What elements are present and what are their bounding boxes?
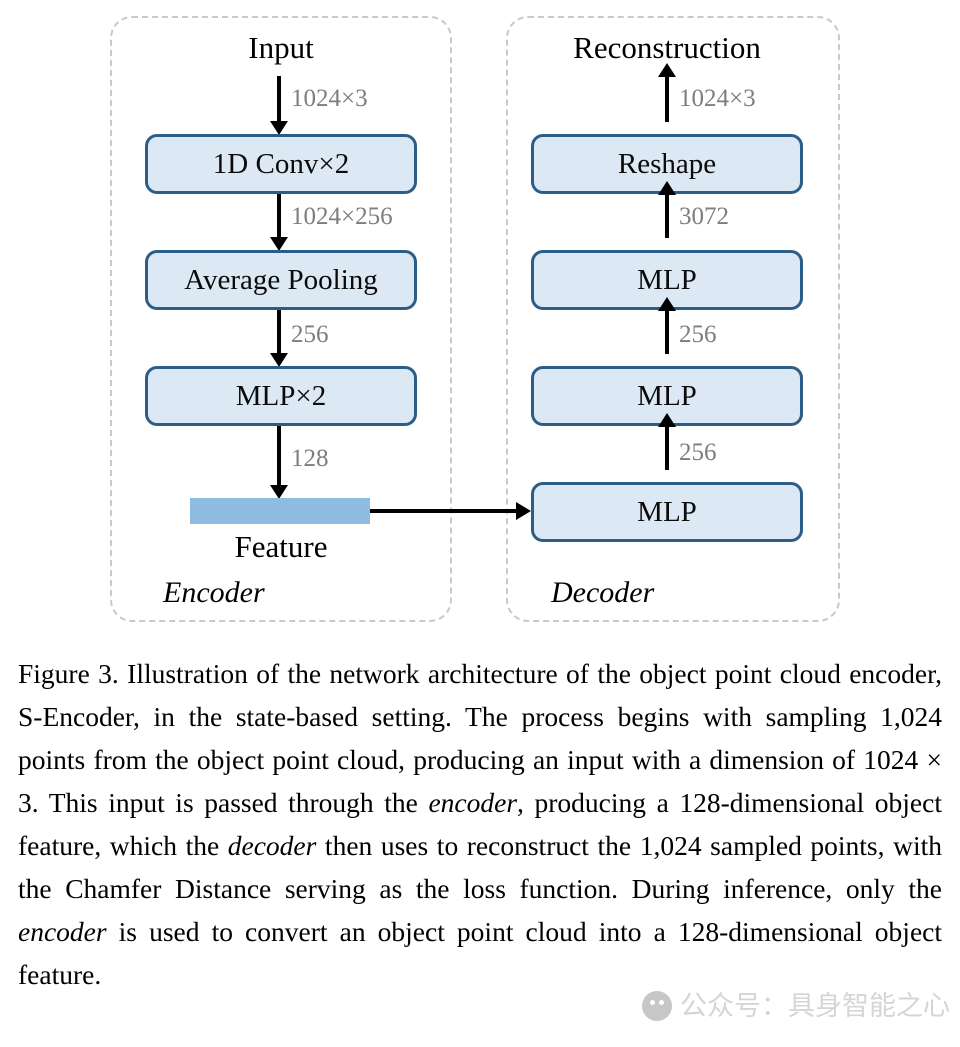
caption-text: , producing a 128-dimensional object fea… [18, 787, 942, 861]
dimension-label-pooling-to-mlp: 256 [291, 321, 329, 348]
dimension-label-decoder-mlp2-to-mlp3: 256 [679, 321, 717, 348]
block-encoder-mlp[interactable]: MLP×2 [145, 366, 417, 426]
arrow-feature-to-decoder [370, 502, 531, 520]
dimension-label-mlp-to-reshape: 3072 [679, 203, 729, 230]
reconstruction-title: Reconstruction [573, 30, 761, 65]
arrow-mlp-to-reshape [658, 181, 676, 238]
dimension-label-input-to-conv: 1024×3 [291, 85, 368, 112]
caption-text: Figure 3. Illustration of the network ar… [18, 658, 942, 818]
decoder-group-label: Decoder [551, 576, 655, 609]
decoder-group-container [506, 16, 840, 622]
arrow-input-to-conv [270, 76, 288, 135]
dimension-label-decoder-mlp1-to-mlp2: 256 [679, 439, 717, 466]
caption-emphasis: encoder [428, 787, 518, 818]
encoder-group-container [110, 16, 452, 622]
block-decoder-mlp-1[interactable]: MLP [531, 482, 803, 542]
arrow-reshape-to-reconstruction [658, 63, 676, 122]
dimension-label-reshape-to-reconstruction: 1024×3 [679, 85, 756, 112]
dimension-label-mlp-to-feature: 128 [291, 445, 329, 472]
caption-text: then uses to reconstruct the 1,024 sampl… [18, 830, 942, 904]
input-title: Input [248, 30, 314, 65]
arrow-pooling-to-mlp [270, 310, 288, 367]
figure-caption: Figure 3. Illustration of the network ar… [18, 652, 942, 996]
caption-text: is used to convert an object point cloud… [18, 916, 942, 990]
block-1d-conv[interactable]: 1D Conv×2 [145, 134, 417, 194]
caption-emphasis: decoder [227, 830, 317, 861]
caption-emphasis: encoder [18, 916, 107, 947]
figure-diagram: Input Reconstruction 1024×3 1D Conv×2 10… [110, 16, 840, 622]
watermark-text: 公众号：具身智能之心 [680, 990, 950, 1022]
arrow-conv-to-pooling [270, 194, 288, 251]
encoder-group-label: Encoder [163, 576, 265, 609]
arrow-mlp-to-feature [270, 426, 288, 499]
dimension-label-conv-to-pooling: 1024×256 [291, 203, 393, 230]
arrow-decoder-mlp1-to-mlp2 [658, 413, 676, 470]
block-average-pooling[interactable]: Average Pooling [145, 250, 417, 310]
arrow-decoder-mlp2-to-mlp3 [658, 297, 676, 354]
feature-vector-bar [190, 498, 370, 524]
feature-label: Feature [234, 529, 328, 564]
